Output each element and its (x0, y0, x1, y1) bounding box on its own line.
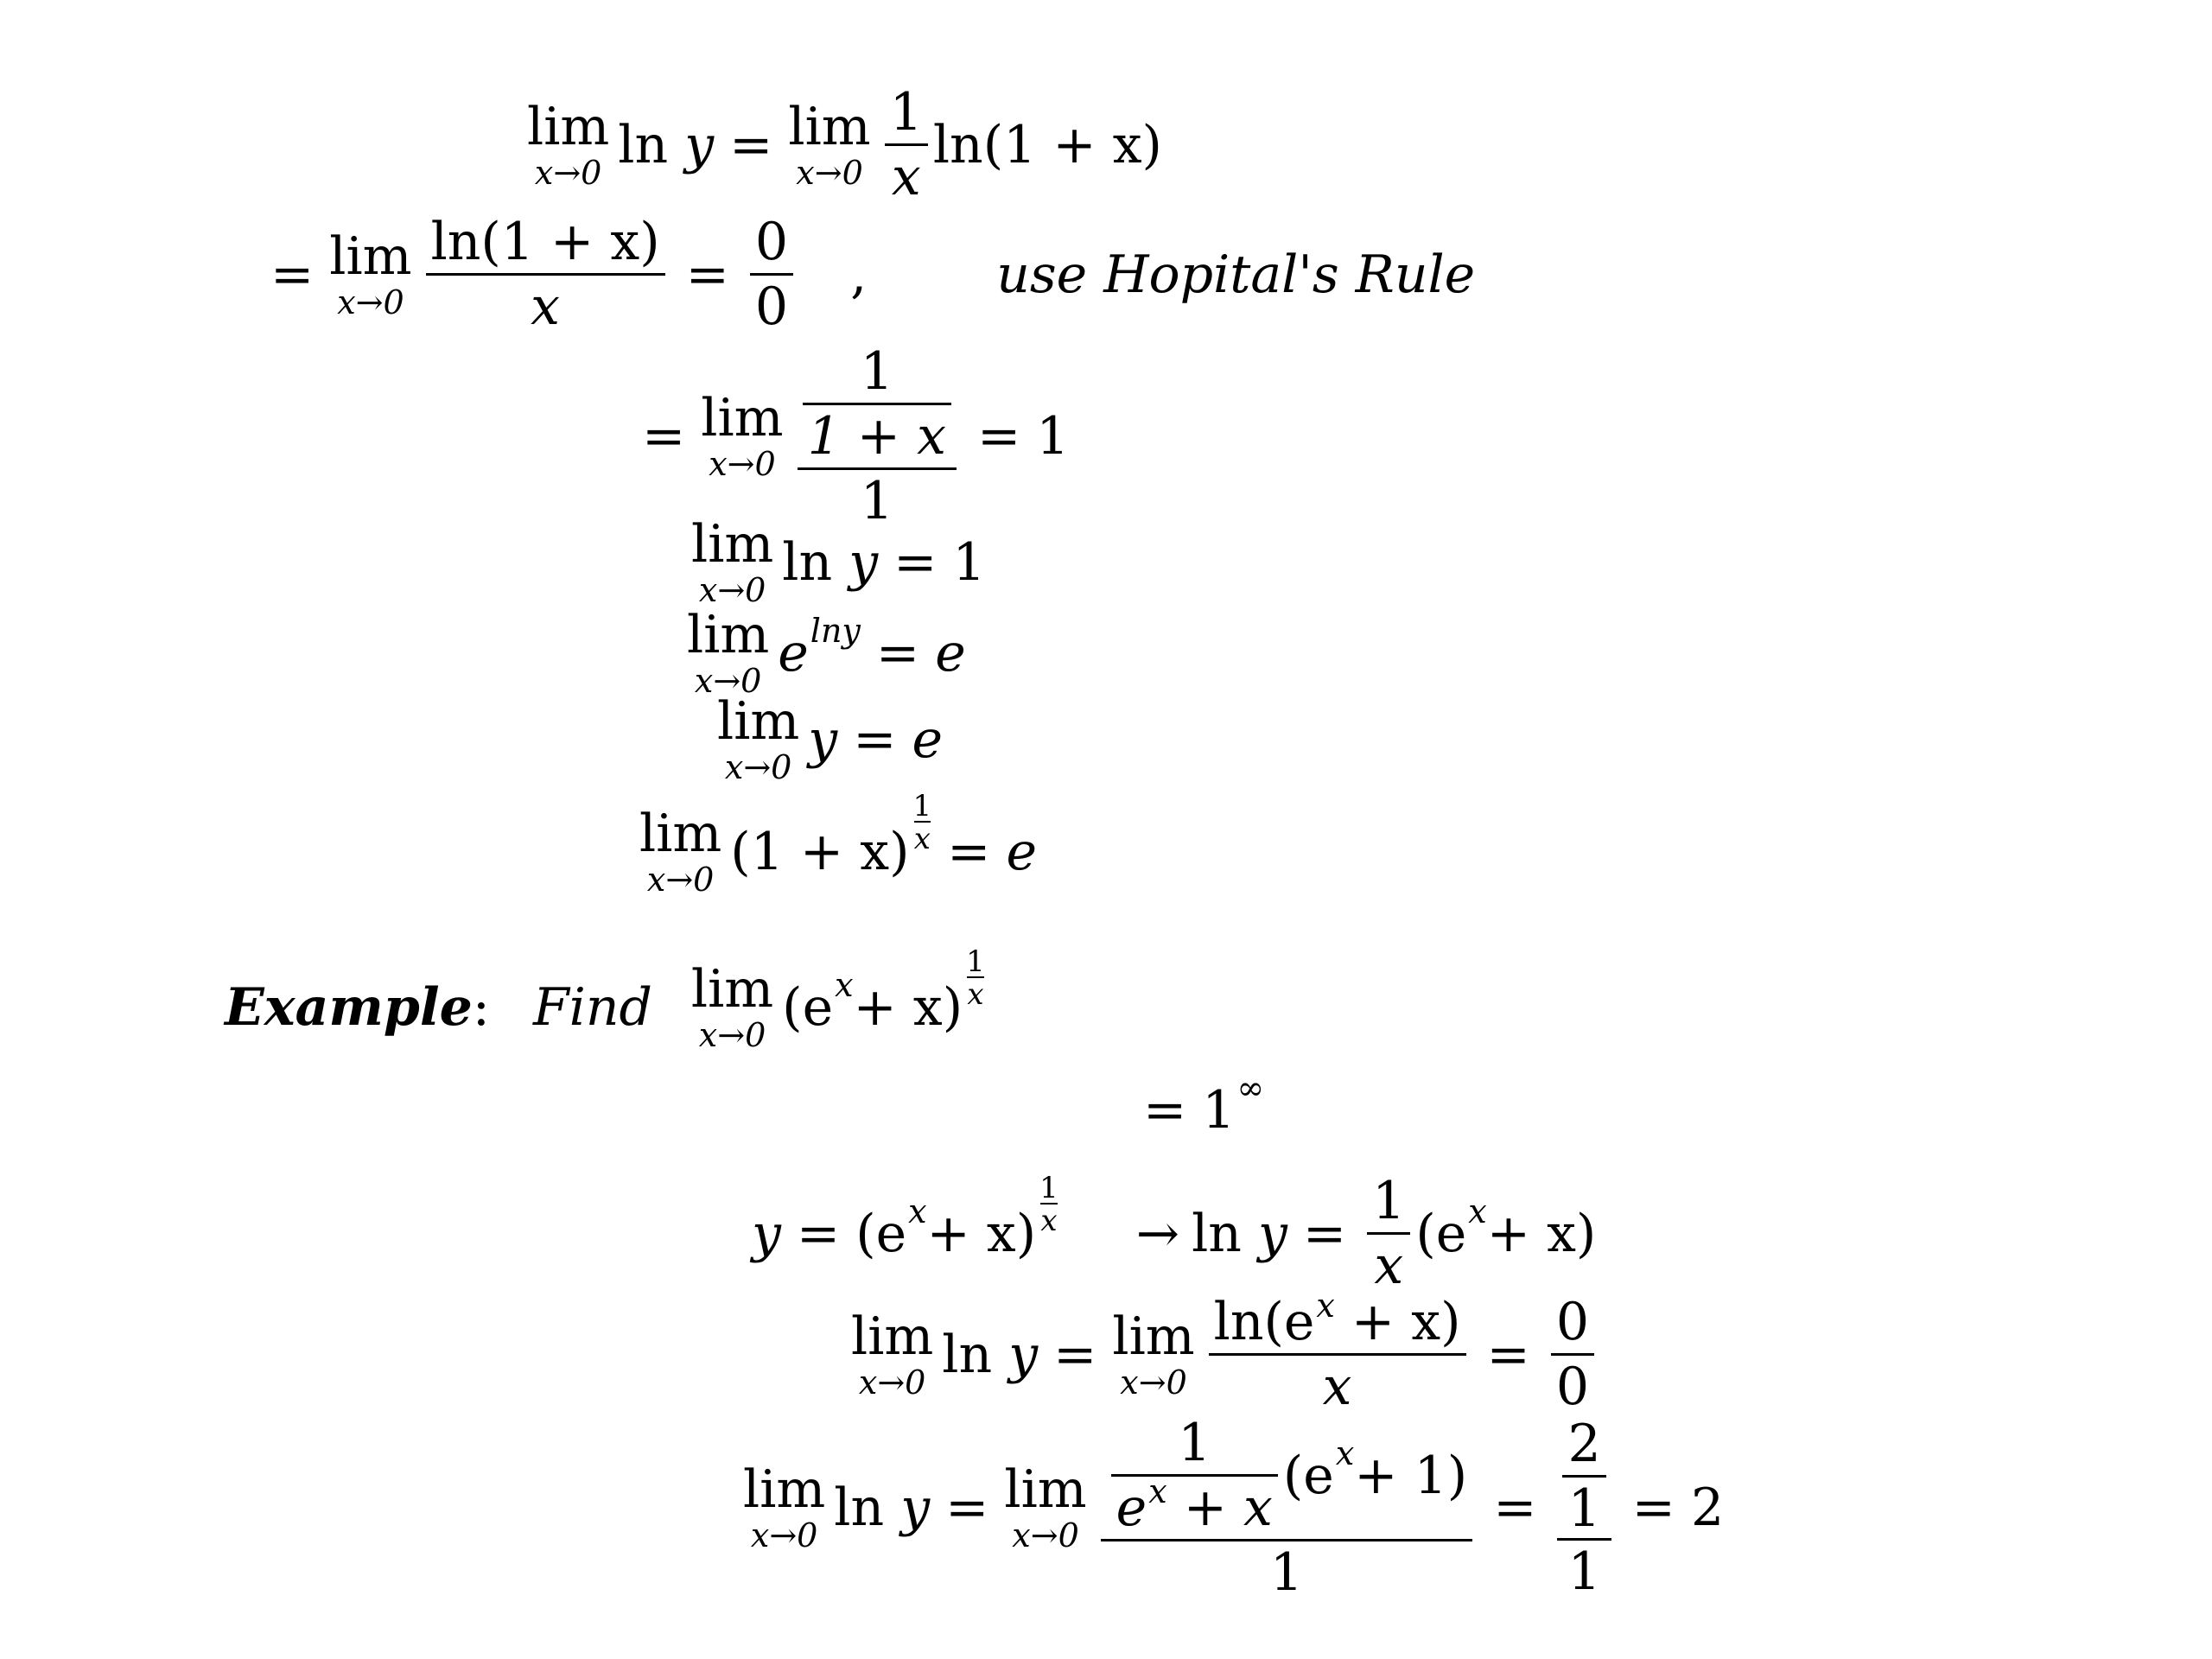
plus-x-close: + x) (853, 977, 963, 1038)
exponent-lny: lny (810, 612, 861, 650)
equals-sign: = (1493, 1478, 1537, 1538)
ex-open: (e (782, 977, 834, 1038)
equals-sign: = (893, 532, 938, 593)
infinity-exponent: ∞ (1236, 1069, 1265, 1107)
variable-y: y (752, 1203, 781, 1264)
ln-text: ln (1192, 1203, 1242, 1264)
one: 1 (1202, 1080, 1236, 1141)
result-e: e (1006, 822, 1037, 882)
variable-y: y (1008, 1324, 1039, 1385)
equals-sign: = (642, 406, 686, 467)
equals-sign: = (977, 406, 1021, 467)
ln-one-plus-x: ln(1 + x) (932, 114, 1162, 175)
equals-sign: = (853, 709, 897, 770)
equals-sign: = (1053, 1324, 1097, 1385)
euler-e: e (778, 623, 809, 683)
exponent-x: x (908, 1192, 927, 1230)
fraction-ln-over-x: ln(1 + x)x (421, 216, 671, 333)
variable-y: y (849, 532, 879, 593)
arrow-icon: → (1135, 1203, 1180, 1264)
equals-sign: = (945, 1478, 989, 1538)
result-one: 1 (952, 532, 986, 593)
plus-x-close: + x) (1486, 1203, 1597, 1264)
variable-y: y (900, 1478, 931, 1538)
ln-text: ln (618, 114, 669, 175)
result-one: 1 (1036, 406, 1070, 467)
fraction-ln-ex-over-x: ln(ex + x) x (1204, 1289, 1471, 1413)
indeterminate-form-line: = 1∞ (1128, 1071, 1264, 1141)
result-two: 2 (1690, 1478, 1725, 1538)
ex-open: (e (855, 1203, 907, 1264)
equals-sign: = (270, 244, 315, 305)
equals-sign: = (729, 114, 773, 175)
equals-sign: = (796, 1203, 841, 1264)
equals-sign: = (947, 822, 991, 882)
equals-sign: = (1143, 1080, 1187, 1141)
equals-sign: = (875, 623, 920, 683)
ln-text: ln (782, 532, 833, 593)
colon: : (472, 977, 491, 1038)
ln-text: ln (942, 1324, 993, 1385)
hopital-rule-note: use Hopital's Rule (996, 244, 1476, 305)
result-e: e (912, 709, 943, 770)
variable-y: y (684, 114, 715, 175)
ln-text: ln (834, 1478, 885, 1538)
equals-sign: = (1486, 1324, 1530, 1385)
plus-x-close: + x) (926, 1203, 1037, 1264)
example-label: Example (225, 977, 473, 1038)
variable-y: y (808, 709, 838, 770)
equals-sign: = (1631, 1478, 1675, 1538)
exponent-x: x (835, 966, 854, 1004)
one-plus-x: (1 + x) (730, 822, 910, 882)
exponent-x: x (1468, 1192, 1487, 1230)
equals-sign: = (1302, 1203, 1347, 1264)
variable-y: y (1257, 1203, 1287, 1264)
equals-sign: = (685, 244, 729, 305)
ex-open: (e (1415, 1203, 1467, 1264)
comma: , (850, 244, 868, 305)
find-text: Find (533, 977, 652, 1038)
result-e: e (935, 623, 966, 683)
